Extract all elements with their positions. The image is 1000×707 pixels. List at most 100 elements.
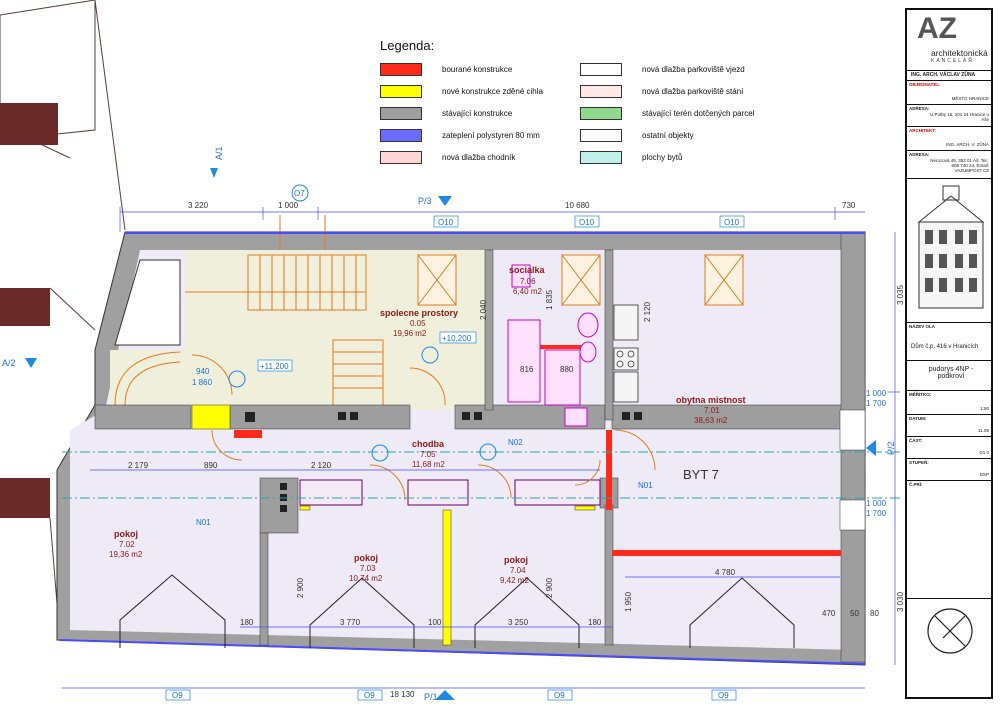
legend-item: bourané konstrukce [380,63,512,76]
datum-value: 11.09 [978,428,989,433]
room-socialka-name: socialka [509,265,546,275]
section-a2: A/2 [2,358,16,368]
room-socialka-area: 6,40 m2 [513,287,542,296]
dim-row1-1: 2 179 [128,461,149,470]
dim-right-5: 3 035 [896,284,905,305]
legend-title: Legenda: [380,38,435,53]
logo-line2: KANCELÁŘ [931,58,974,64]
firm-logo: AZ architektonická KANCELÁŘ [911,12,991,70]
room-pokoj2-area: 10,74 m2 [349,574,383,583]
dim-row1-2: 890 [204,461,218,470]
legend-item: zateplení polystyren 80 mm [380,129,540,142]
dim-top-4: 730 [842,201,856,210]
dim-v-1950: 1 950 [624,591,633,612]
objednatel-value: MĚSTO HRANICE [951,96,989,101]
dim-right-6: 3 030 [896,591,905,612]
legend-item: nová dlažba parkoviště stání [580,85,743,98]
dim-940: 940 [196,367,210,376]
dim-1700: 1 700 [866,399,887,408]
legend-label: zateplení polystyren 80 mm [442,131,540,140]
level-marker-4 [479,443,497,461]
legend-swatch [380,129,422,142]
dim-row2-5: 180 [588,618,602,627]
dim-v-2040: 2 040 [479,299,488,320]
legend-swatch [580,107,622,120]
apartment-label: BYT 7 [683,467,719,482]
dim-row2-3: 100 [428,618,442,627]
dim-816: 816 [520,365,534,374]
architekt-label: ARCHITEKT: [909,128,936,133]
legend-swatch [380,107,422,120]
legend-item: nové konstrukce zděné cihla [380,85,543,98]
dim-top-3: 10 680 [565,201,590,210]
legend: Legenda: bourané konstrukce nové konstruk… [380,38,800,178]
logo-letters: AZ [917,12,957,45]
architekt-value: ING. ARCH. V. ZŮNA [946,142,989,147]
section-p1: P/1 [424,692,438,702]
room-pokoj3-area: 9,42 m2 [500,576,529,585]
meritko-label: MĚŘÍTKO: [909,392,932,397]
legend-swatch [580,63,622,76]
section-p3: P/3 [418,196,432,206]
dim-1000: 1 000 [866,389,887,398]
legend-swatch [380,151,422,164]
logo-line1: architektonická [931,48,988,58]
room-pokoj1-num: 7.02 [119,540,135,549]
legend-label: stávající terén dotčených parcel [642,109,755,118]
adresa2-label: ADRESA: [909,152,930,157]
tag-o9-4: O9 [718,691,729,700]
room-pokoj2-name: pokoj [354,553,378,563]
dim-1860: 1 860 [192,378,213,387]
tag-n01-2: N01 [638,481,653,490]
dim-bottom: 18 130 [390,690,415,699]
legend-label: nová dlažba parkoviště vjezd [642,65,745,74]
dim-top-2: 1 000 [278,201,299,210]
legend-swatch [580,85,622,98]
dimension-lines [62,207,900,689]
dim-1700-b: 1 700 [866,509,887,518]
objednatel-label: OBJEDNATEL: [909,82,941,87]
section-a1: A/1 [214,146,224,160]
adresa2-value: Nerozová 49, 352 01 Aš, Tel.: 608 740 24… [930,158,989,173]
tag-o10-1: O10 [438,218,454,227]
dim-right-4: 80 [870,609,879,618]
light-well [114,259,181,346]
dim-880: 880 [560,365,574,374]
dim-v-2120: 2 120 [643,301,652,322]
room-spolecne-num: 0.05 [410,319,426,328]
tag-o7: O7 [294,189,305,198]
legend-item: stávající konstrukce [380,107,512,120]
room-socialka-num: 7.06 [520,277,536,286]
dim-row2-4: 3 250 [508,618,529,627]
kitchen [613,304,639,403]
legend-label: nová dlažba chodník [442,153,516,162]
door-swings [191,354,656,501]
dim-v-1835: 1 835 [545,289,554,310]
demolished [234,345,841,556]
tag-o9-2: O9 [364,691,375,700]
legend-swatch [580,151,622,164]
new-walls [191,404,596,646]
legend-item: nová dlažba parkoviště vjezd [580,63,745,76]
level-marker-1 [228,370,246,388]
room-spolecne-area: 19,96 m2 [393,329,427,338]
room-spolecne-name: spolecne prostory [380,308,458,318]
axis-lines [62,451,900,499]
level-marker-3 [371,444,389,462]
staircase [114,215,384,409]
room-pokoj1-area: 19,36 m2 [109,550,143,559]
stupen-label: STUPEŇ: [909,460,929,465]
title-block: AZ architektonická KANCELÁŘ ING. ARCH. V… [905,8,993,699]
cislo-label: Č.PRÍ: [909,482,923,487]
building-sketch [917,185,985,309]
tag-o10-3: O10 [724,218,740,227]
tag-o9-1: O9 [172,691,183,700]
room-pokoj3-num: 7.04 [510,566,526,575]
level-marker-2 [421,346,439,364]
window-tags [165,215,745,701]
legend-label: nové konstrukce zděné cihla [442,87,543,96]
legend-label: ostatní objekty [642,131,694,140]
bathroom-fixtures [507,264,599,427]
dim-v-2900-1: 2 900 [296,577,305,598]
